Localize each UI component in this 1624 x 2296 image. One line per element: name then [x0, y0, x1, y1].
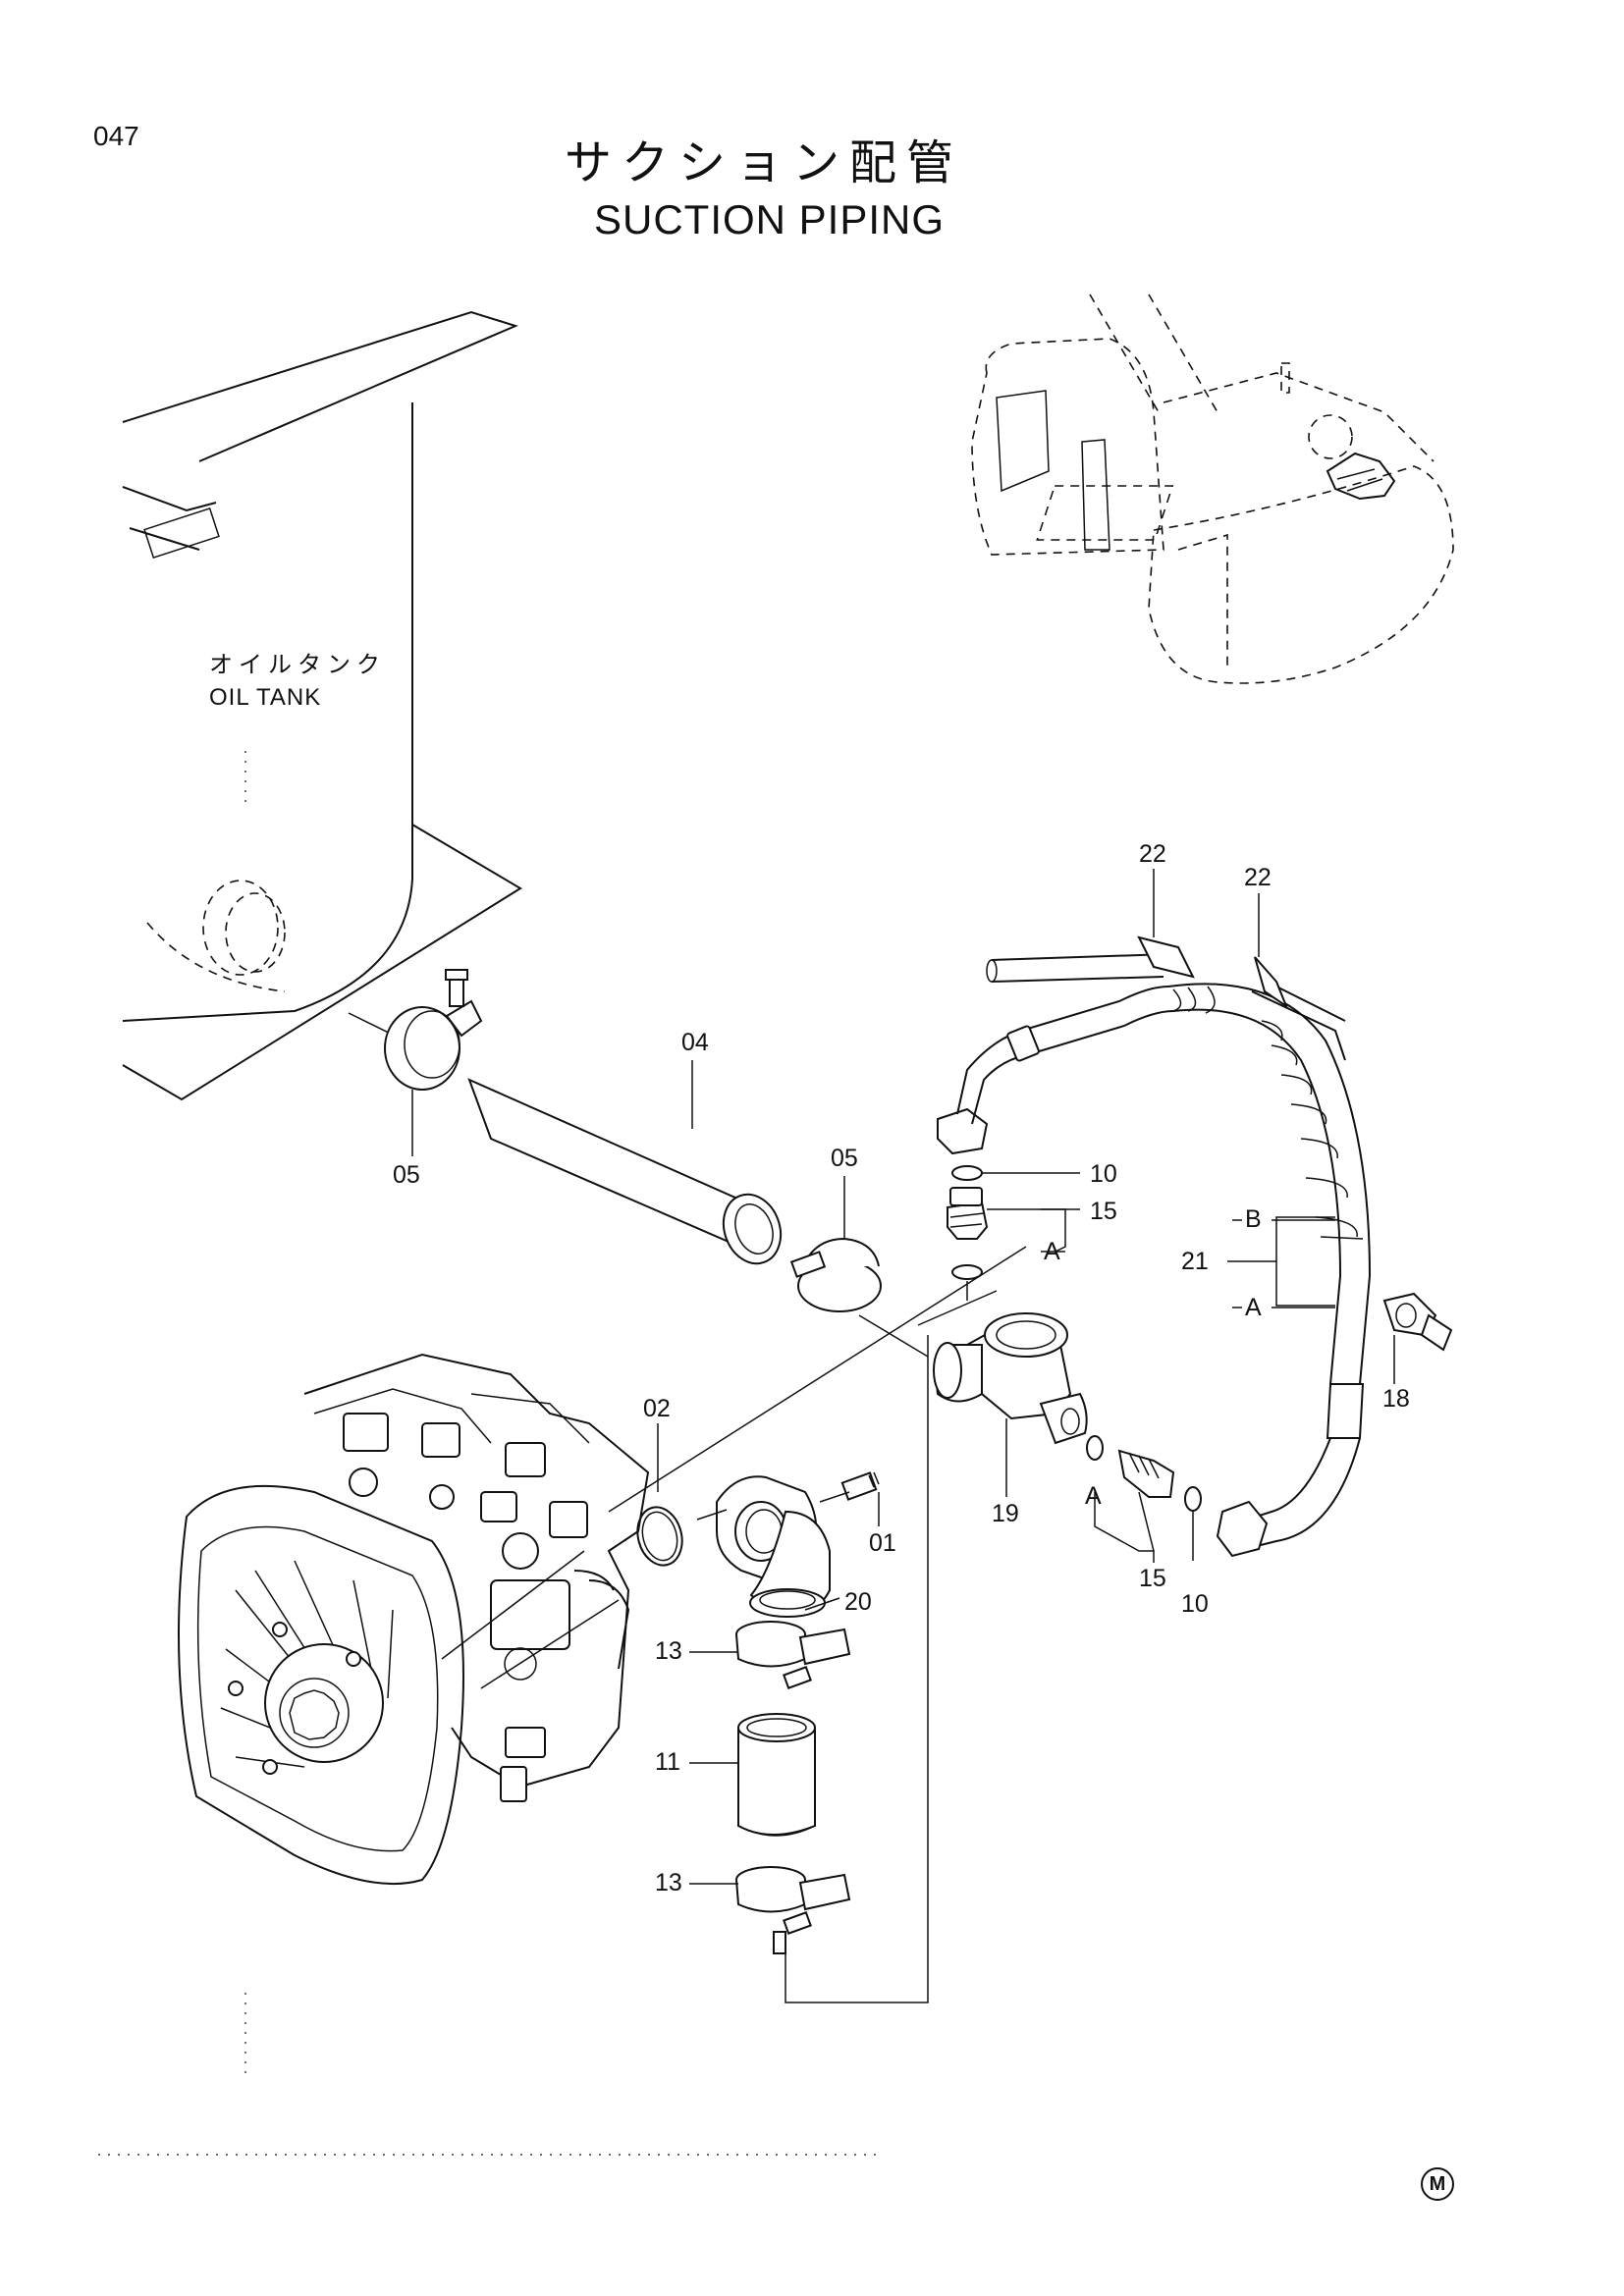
hose-clip-drawing — [1382, 1292, 1453, 1384]
page-title-en: SUCTION PIPING — [594, 196, 946, 242]
page-title-jp: サクション配管 — [565, 135, 964, 190]
hose-clamp-left-drawing — [384, 969, 483, 1156]
callout-20: 20 — [844, 1588, 872, 1616]
scan-dust — [98, 751, 884, 2156]
upper-fitting-drawing — [937, 1107, 1080, 1301]
main-pump-drawing — [178, 1353, 650, 1886]
callout-21: 21 — [1181, 1248, 1209, 1275]
callout-04: 04 — [681, 1029, 709, 1056]
page-number: 047 — [93, 121, 139, 151]
callout-22-right: 22 — [1244, 864, 1272, 891]
suction-hose-21-drawing — [956, 869, 1372, 1558]
suction-hose-drawing — [467, 1060, 783, 1265]
callout-11: 11 — [655, 1748, 680, 1776]
excavator-locator-drawing — [971, 294, 1454, 684]
callout-15-top: 15 — [1090, 1198, 1117, 1225]
oil-tank-drawing — [122, 310, 522, 1101]
callout-01: 01 — [869, 1529, 896, 1557]
callout-a-mid: A — [1085, 1482, 1102, 1510]
oil-tank-label-en: OIL TANK — [209, 684, 322, 711]
callout-b-hose: B — [1245, 1205, 1262, 1233]
callout-a-hose: A — [1245, 1294, 1262, 1321]
callout-05-left: 05 — [393, 1161, 420, 1189]
callout-02: 02 — [643, 1395, 671, 1422]
hose-clamp-right-drawing — [789, 1176, 882, 1312]
manufacturer-mark: M — [1421, 2167, 1454, 2201]
adapter-assembly-drawing — [636, 1423, 880, 1618]
callout-22-left: 22 — [1139, 840, 1166, 868]
callout-13-bottom: 13 — [655, 1869, 682, 1896]
callout-13-top: 13 — [655, 1637, 682, 1665]
callout-10-bottom: 10 — [1181, 1590, 1209, 1618]
tee-assembly-drawing — [933, 1312, 1202, 1563]
lower-hose-assembly-drawing — [735, 1621, 851, 1954]
callout-19: 19 — [992, 1500, 1019, 1527]
callout-05-right: 05 — [831, 1145, 858, 1172]
callout-10-top: 10 — [1090, 1160, 1117, 1188]
callout-18: 18 — [1382, 1385, 1410, 1413]
callout-15-bottom: 15 — [1139, 1565, 1166, 1592]
reference-lines — [608, 1246, 1027, 2003]
oil-tank-label-jp: オイルタンク — [209, 651, 386, 678]
